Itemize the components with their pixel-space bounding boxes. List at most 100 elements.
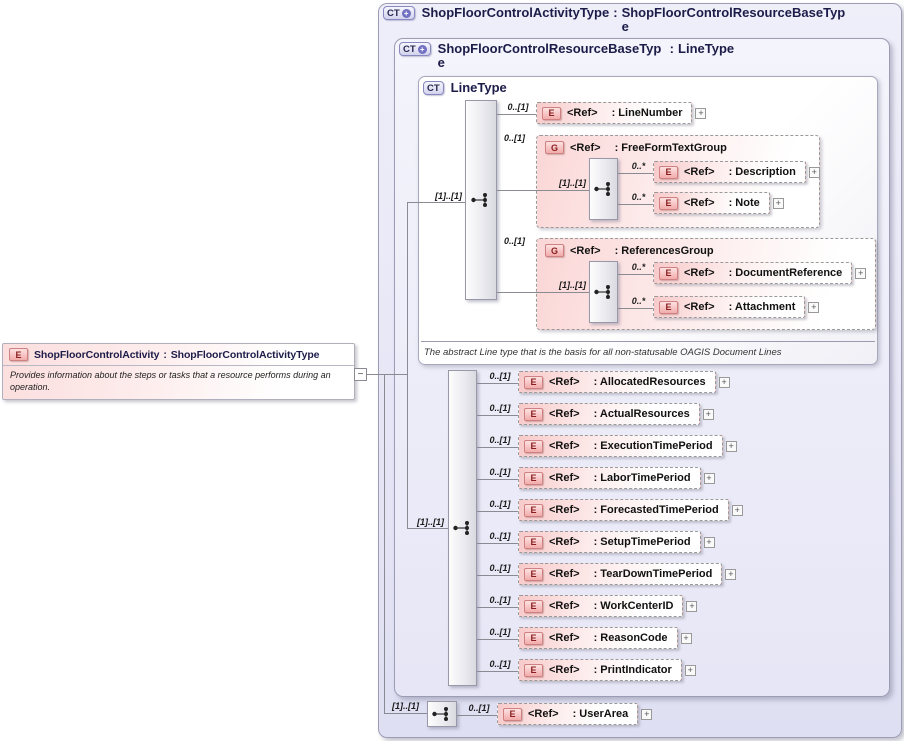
expand-icon[interactable]: +: [686, 600, 698, 612]
cardinality-label: [1]..[1]: [559, 178, 586, 188]
ref-label: <Ref>: [684, 301, 715, 313]
element-setuptimeperiod[interactable]: E <Ref> : SetupTimePeriod: [518, 531, 701, 553]
expand-icon[interactable]: +: [702, 408, 714, 420]
element-teardowntimeperiod[interactable]: E <Ref> : TearDownTimePeriod: [518, 563, 723, 585]
middle-box-header: CT+ ShopFloorControlResourceBaseType:Lin…: [399, 42, 883, 70]
element-name: : AllocatedResources: [593, 376, 706, 388]
expand-icon[interactable]: +: [703, 536, 715, 548]
element-icon: E: [524, 663, 543, 677]
element-labortimeperiod[interactable]: E <Ref> : LaborTimePeriod: [518, 467, 701, 489]
element-workcenterid[interactable]: E <Ref> : WorkCenterID: [518, 595, 684, 617]
element-icon: E: [9, 348, 28, 361]
outer-box-header: CT+ ShopFloorControlActivityType:ShopFlo…: [383, 6, 895, 34]
ref-label: <Ref>: [684, 166, 715, 178]
expand-icon[interactable]: +: [718, 376, 730, 388]
element-name: : DocumentReference: [728, 267, 843, 279]
connector-line: [536, 292, 589, 293]
element-icon: E: [524, 631, 543, 645]
cardinality-label: 0..*: [631, 262, 646, 272]
connector-line: [384, 713, 427, 714]
sequence-icon: [432, 707, 448, 721]
group-name: : FreeFormTextGroup: [614, 141, 727, 154]
type-name: LineType: [450, 80, 507, 95]
cardinality-label: 0..[1]: [489, 627, 511, 637]
expand-icon[interactable]: +: [725, 568, 737, 580]
element-attachment[interactable]: E <Ref> : Attachment: [653, 296, 806, 318]
type-name: ShopFloorControlResourceBaseType: [437, 41, 662, 70]
expand-icon[interactable]: +: [680, 632, 692, 644]
cardinality-label: 0..[1]: [489, 435, 511, 445]
group-icon: G: [545, 141, 564, 154]
element-icon: E: [524, 567, 543, 581]
sequence-compositor-linetype[interactable]: [465, 100, 497, 300]
expand-icon[interactable]: +: [641, 708, 653, 720]
element-actualresources[interactable]: E <Ref> : ActualResources: [518, 403, 700, 425]
expand-icon[interactable]: +: [703, 472, 715, 484]
ref-label: <Ref>: [528, 708, 559, 720]
element-documentreference[interactable]: E <Ref> : DocumentReference: [653, 262, 853, 284]
expand-icon[interactable]: +: [808, 166, 820, 178]
element-allocatedresources[interactable]: E <Ref> : AllocatedResources: [518, 371, 716, 393]
element-row: 0..[1] E <Ref> : TearDownTimePeriod +: [476, 563, 737, 585]
cardinality-label: 0..[1]: [489, 371, 511, 381]
cardinality-label: 0..*: [631, 161, 646, 171]
sequence-compositor-useraea[interactable]: [427, 701, 457, 727]
element-icon: E: [524, 375, 543, 389]
expand-icon[interactable]: +: [808, 301, 820, 313]
element-executiontimeperiod[interactable]: E <Ref> : ExecutionTimePeriod: [518, 435, 723, 457]
element-row: 0..[1] E <Ref> : AllocatedResources +: [477, 371, 730, 393]
cardinality-label: [1]..[1]: [417, 517, 444, 527]
ref-label: <Ref>: [549, 440, 580, 452]
cardinality-label: [1]..[1]: [435, 191, 462, 201]
connector-line: [384, 374, 385, 714]
cardinality-label: 0..[1]: [504, 133, 526, 143]
element-row: 0..[1] E <Ref> : UserArea +: [456, 703, 653, 725]
sequence-compositor-freeformtextgroup[interactable]: [589, 158, 618, 220]
root-element-box[interactable]: E ShopFloorControlActivity:ShopFloorCont…: [2, 343, 355, 400]
expand-icon[interactable]: +: [684, 664, 696, 676]
sequence-compositor-referencesgroup[interactable]: [589, 261, 618, 323]
element-row: 0..[1] E <Ref> : ExecutionTimePeriod +: [477, 435, 737, 457]
ref-label: <Ref>: [684, 267, 715, 279]
expand-icon[interactable]: +: [855, 267, 867, 279]
sequence-compositor-resourcebasetype[interactable]: [448, 370, 477, 686]
root-element-header: E ShopFloorControlActivity:ShopFloorCont…: [3, 344, 354, 366]
element-printindicator[interactable]: E <Ref> : PrintIndicator: [518, 659, 682, 681]
cardinality-label: 0..[1]: [489, 595, 511, 605]
element-linenumber[interactable]: E <Ref> : LineNumber: [536, 102, 693, 124]
expand-icon[interactable]: +: [695, 107, 707, 119]
ref-label: <Ref>: [570, 141, 601, 154]
collapse-icon[interactable]: −: [354, 368, 367, 381]
linetype-annotation: The abstract Line type that is the basis…: [424, 347, 782, 358]
linetype-box-header: CT LineType: [423, 81, 507, 95]
expand-icon[interactable]: +: [725, 440, 737, 452]
element-name: : ExecutionTimePeriod: [593, 440, 713, 452]
element-name: : UserArea: [572, 708, 629, 720]
element-row: 0..* E <Ref> : Note +: [618, 192, 784, 214]
cardinality-label: 0..[1]: [504, 236, 526, 246]
element-icon: E: [524, 599, 543, 613]
element-description[interactable]: E <Ref> : Description: [653, 161, 806, 183]
cardinality-label: 0..[1]: [489, 467, 511, 477]
connector-line: [407, 202, 408, 529]
complex-type-icon: CT: [423, 81, 444, 95]
connector-line: [536, 190, 589, 191]
sequence-icon: [471, 193, 487, 207]
element-note[interactable]: E <Ref> : Note: [653, 192, 770, 214]
colon-separator: :: [613, 5, 618, 20]
element-name: : Description: [728, 166, 796, 178]
element-name: : Note: [728, 197, 760, 209]
expand-icon[interactable]: +: [772, 197, 784, 209]
complex-type-icon: CT+: [399, 42, 431, 56]
element-userarea[interactable]: E <Ref> : UserArea: [497, 703, 639, 725]
middle-box-title: ShopFloorControlResourceBaseType:LineTyp…: [438, 42, 734, 70]
sequence-icon: [593, 182, 610, 196]
ref-label: <Ref>: [549, 408, 580, 420]
element-reasoncode[interactable]: E <Ref> : ReasonCode: [518, 627, 678, 649]
plus-circle-icon: +: [401, 8, 411, 18]
group-icon: G: [545, 244, 564, 257]
cardinality-label: 0..[1]: [489, 499, 511, 509]
plus-circle-icon: +: [417, 44, 427, 54]
element-forecastedtimeperiod[interactable]: E <Ref> : ForecastedTimePeriod: [518, 499, 729, 521]
expand-icon[interactable]: +: [731, 504, 743, 516]
